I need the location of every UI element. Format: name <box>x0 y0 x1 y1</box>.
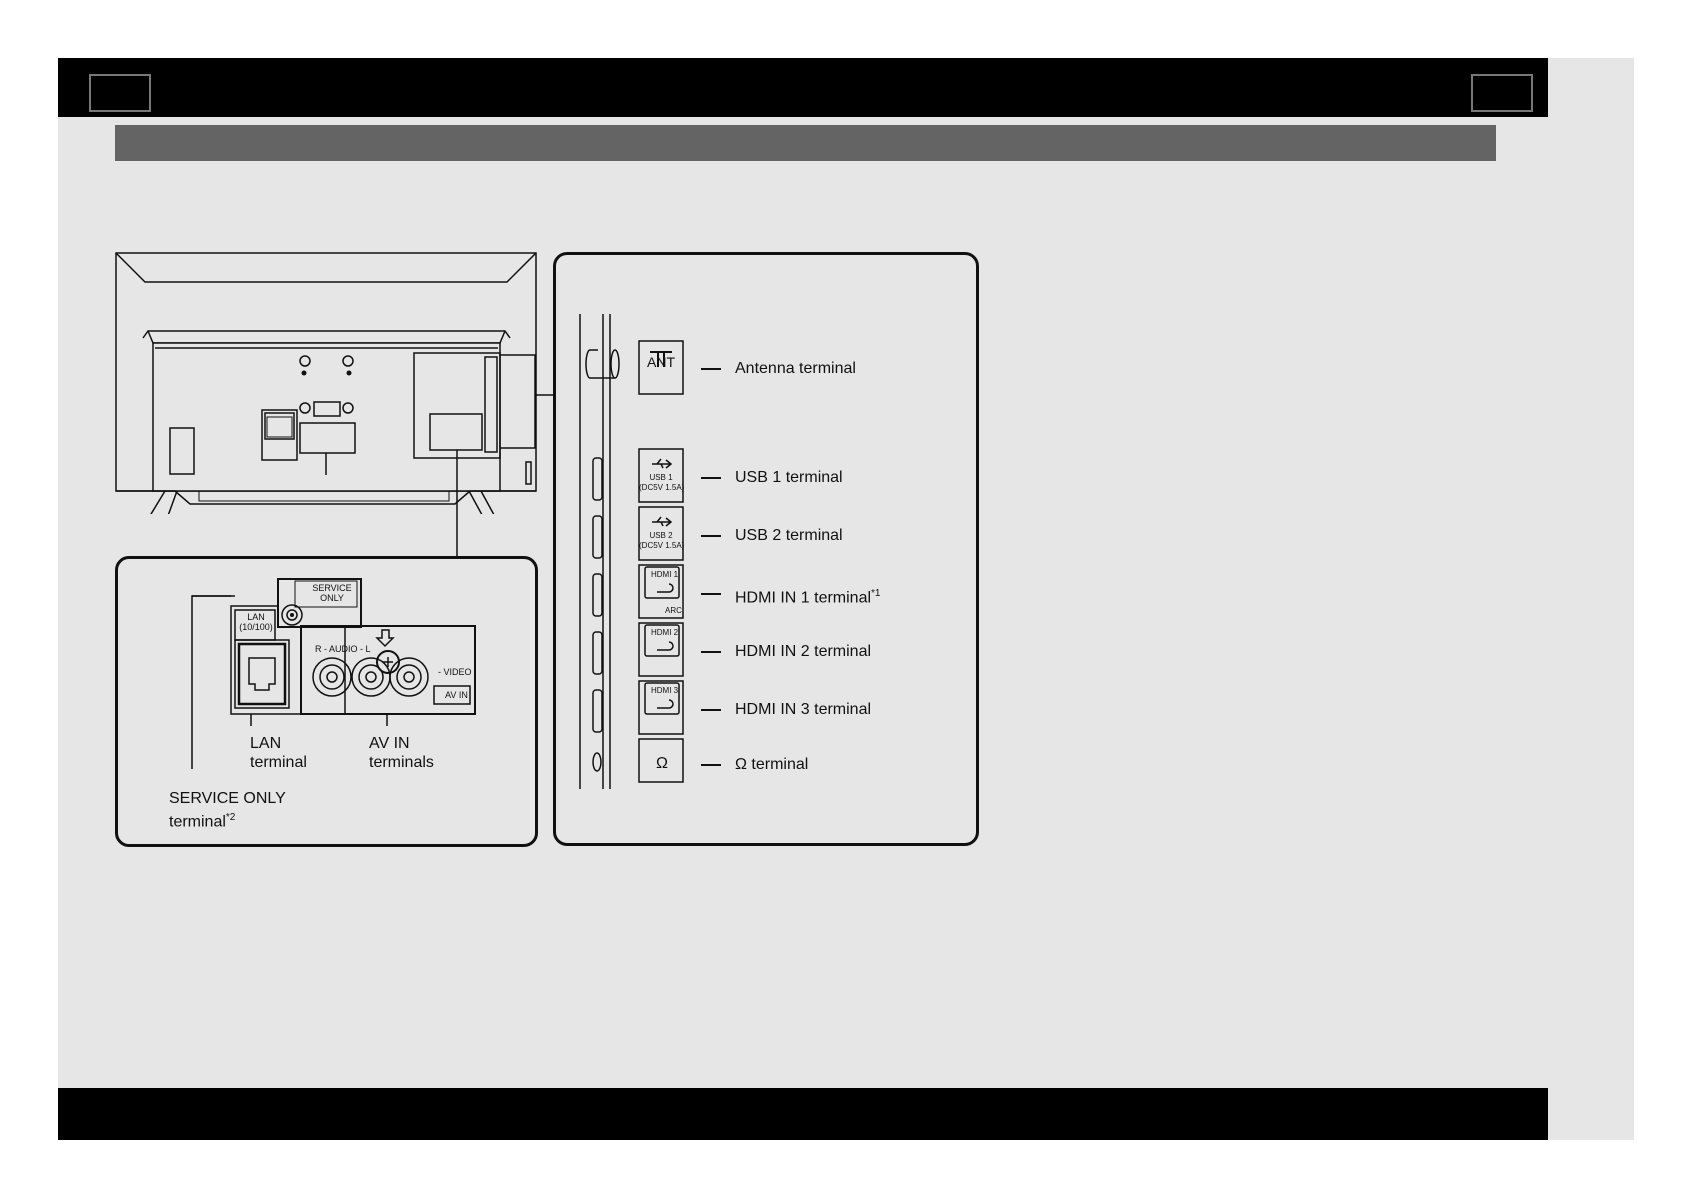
av-in-terminals-label: AV IN terminals <box>369 734 434 772</box>
hdmi1-leader <box>701 593 721 595</box>
hdmi2-marking: HDMI 2 <box>651 628 679 637</box>
service-marking-line2: ONLY <box>320 593 344 603</box>
page-prev-button[interactable] <box>89 74 151 112</box>
lan-marking: LAN(10/100) <box>236 612 276 632</box>
usb1-terminal-label: USB 1 terminal <box>735 469 843 486</box>
hdmi3-terminal-label: HDMI IN 3 terminal <box>735 701 872 718</box>
usb2-marking-line1: USB 2 <box>649 531 673 540</box>
av-in-label-line1: AV IN <box>369 735 410 752</box>
usb2-marking: USB 2(DC5V 1.5A) <box>639 531 685 551</box>
rear-panel-illustration <box>191 578 476 769</box>
bottom-bar <box>58 1088 1548 1140</box>
antenna-leader <box>701 368 721 370</box>
arc-marking: ARC <box>665 606 682 615</box>
lan-marking-line2: (10/100) <box>239 622 273 632</box>
service-label-line2: terminal <box>169 813 226 831</box>
hdmi3-marking: HDMI 3 <box>651 686 679 695</box>
lan-marking-line1: LAN <box>247 612 265 622</box>
usb2-terminal-label: USB 2 terminal <box>735 527 843 544</box>
usb1-marking-line1: USB 1 <box>649 473 673 482</box>
hdmi1-label-text: HDMI IN 1 terminal <box>735 589 872 607</box>
lan-label-line1: LAN <box>250 735 282 752</box>
ant-marking: ANT <box>647 354 675 370</box>
usb1-marking-line2: (DC5V 1.5A) <box>639 483 685 492</box>
av-in-marking: AV IN <box>445 690 468 700</box>
headphone-terminal-label: Ω terminal <box>735 756 809 773</box>
side-panel-illustration <box>579 314 684 789</box>
usb2-marking-line2: (DC5V 1.5A) <box>639 541 685 550</box>
hdmi2-leader <box>701 651 721 653</box>
side-terminals-callout <box>553 252 979 846</box>
service-marking-line1: SERVICE <box>312 583 352 593</box>
headphone-icon: Ω <box>656 755 668 772</box>
page-next-button[interactable] <box>1471 74 1533 112</box>
av-in-label-line2: terminals <box>369 754 434 771</box>
usb2-leader <box>701 535 721 537</box>
section-title-bar <box>115 125 1496 161</box>
usb1-marking: USB 1(DC5V 1.5A) <box>639 473 685 493</box>
antenna-terminal-label: Antenna terminal <box>735 360 856 377</box>
hdmi1-footnote-ref: *1 <box>871 588 881 599</box>
top-bar <box>58 58 1548 117</box>
lan-terminal-label: LAN terminal <box>250 734 307 772</box>
service-footnote-ref: *2 <box>225 812 236 823</box>
service-label-line1: SERVICE ONLY <box>169 790 286 807</box>
headphone-leader <box>701 764 721 766</box>
lan-label-line2: terminal <box>250 754 307 771</box>
video-marking: - VIDEO <box>438 667 472 677</box>
hdmi1-marking: HDMI 1 <box>651 570 679 579</box>
hdmi1-terminal-label: HDMI IN 1 terminal*1 <box>735 584 880 607</box>
tv-rear-illustration <box>115 252 537 514</box>
hdmi2-terminal-label: HDMI IN 2 terminal <box>735 643 872 660</box>
usb1-leader <box>701 477 721 479</box>
hdmi3-leader <box>701 709 721 711</box>
service-only-terminal-label: SERVICE ONLY terminal*2 <box>169 789 286 831</box>
audio-marking: R - AUDIO - L <box>315 644 371 654</box>
